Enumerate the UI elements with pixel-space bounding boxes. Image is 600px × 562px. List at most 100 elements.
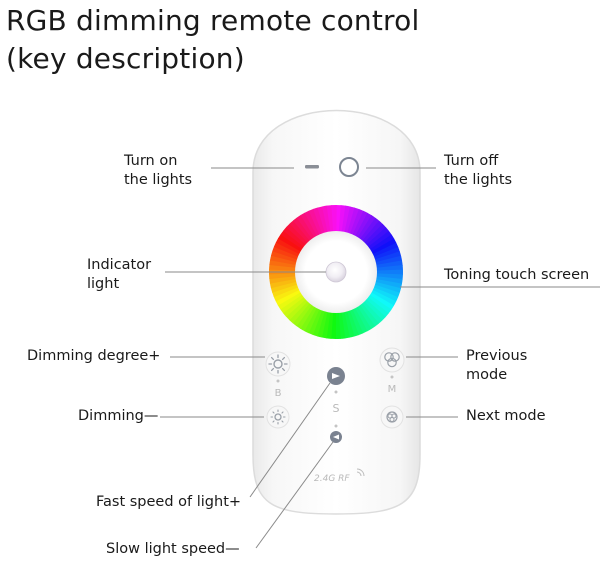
color-wheel-segment[interactable]: [338, 205, 347, 234]
color-wheel-segment[interactable]: [272, 246, 300, 260]
label-dimming-minus: Dimming—: [78, 408, 159, 424]
color-wheel-segment[interactable]: [288, 299, 311, 324]
color-wheel-segment[interactable]: [270, 255, 299, 266]
line-slow-speed: [255, 441, 334, 549]
color-wheel-segment[interactable]: [336, 205, 342, 234]
color-wheel-segment[interactable]: [269, 272, 298, 280]
color-wheel-segment[interactable]: [346, 207, 360, 236]
label-previous-text: Previous mode: [466, 348, 528, 383]
color-wheel-segment[interactable]: [351, 306, 368, 334]
power-off-button-shape[interactable]: [305, 165, 319, 169]
color-wheel-segment[interactable]: [351, 210, 369, 238]
color-wheel-segment[interactable]: [280, 230, 306, 251]
color-wheel-segment[interactable]: [273, 242, 302, 258]
dimming-minus-key[interactable]: [266, 405, 290, 429]
color-wheel-segment[interactable]: [304, 210, 321, 238]
color-wheel-segment[interactable]: [371, 242, 399, 258]
color-wheel-segment[interactable]: [313, 207, 326, 236]
color-wheel-segment[interactable]: [373, 255, 403, 266]
color-wheel-segment[interactable]: [369, 289, 397, 307]
color-wheel-segment[interactable]: [273, 286, 301, 302]
color-wheel-segment[interactable]: [364, 296, 389, 318]
next-mode-key[interactable]: [380, 405, 404, 429]
color-wheel-segment[interactable]: [356, 303, 376, 330]
color-wheel-segment[interactable]: [366, 230, 392, 251]
color-wheel-segment[interactable]: [362, 298, 386, 321]
color-wheel-segment[interactable]: [275, 288, 303, 306]
color-wheel-segment[interactable]: [277, 291, 304, 310]
previous-mode-key[interactable]: [379, 347, 405, 373]
color-wheel-segment[interactable]: [353, 305, 372, 332]
color-wheel-segment[interactable]: [275, 237, 303, 255]
speed-minus-key[interactable]: [330, 431, 342, 443]
label-slow-speed: Slow light speed—: [106, 541, 240, 557]
color-wheel-segment[interactable]: [372, 284, 400, 298]
color-wheel-segment[interactable]: [341, 310, 350, 339]
brand-mark: 2.4G RF: [314, 468, 365, 484]
color-wheel-segment[interactable]: [369, 238, 397, 256]
color-wheel-segment[interactable]: [269, 278, 299, 289]
color-wheel-segment[interactable]: [283, 226, 308, 248]
color-wheel-segment[interactable]: [277, 233, 304, 253]
color-wheel-segment[interactable]: [303, 306, 321, 334]
color-wheel-segment[interactable]: [335, 310, 341, 339]
color-wheel-segment[interactable]: [366, 293, 392, 314]
color-wheel-segment[interactable]: [358, 301, 380, 327]
color-wheel-segment[interactable]: [360, 300, 383, 324]
color-wheel-segment[interactable]: [368, 291, 395, 311]
color-wheel-segment[interactable]: [349, 209, 364, 237]
color-wheel-segment[interactable]: [356, 215, 376, 241]
color-wheel-segment[interactable]: [286, 223, 310, 246]
color-wheel-segment[interactable]: [331, 205, 337, 234]
color-wheel-segment[interactable]: [368, 234, 395, 253]
color-wheel-segment[interactable]: [316, 309, 328, 338]
color-wheel-segment[interactable]: [361, 220, 384, 245]
color-wheel-segment[interactable]: [372, 281, 402, 294]
color-wheel-segment[interactable]: [363, 223, 387, 247]
color-wheel-segment[interactable]: [272, 283, 300, 298]
color-wheel-segment[interactable]: [346, 308, 359, 337]
color-wheel-segment[interactable]: [317, 206, 329, 235]
color-wheel-segment[interactable]: [269, 264, 298, 271]
color-wheel-segment[interactable]: [292, 301, 314, 327]
color-wheel-segment[interactable]: [374, 276, 403, 285]
label-turn-off-text: Turn off the lights: [444, 153, 513, 188]
color-wheel-segment[interactable]: [292, 217, 314, 243]
color-wheel-segment[interactable]: [289, 220, 312, 244]
color-wheel-segment[interactable]: [312, 308, 326, 337]
label-turn-on-text: Turn on the lights: [124, 153, 193, 188]
color-wheel-segment[interactable]: [372, 246, 400, 261]
toning-touch-screen[interactable]: [269, 205, 403, 339]
color-wheel-segment[interactable]: [373, 251, 402, 263]
color-wheel-segment[interactable]: [282, 295, 308, 317]
color-wheel-segment[interactable]: [296, 214, 316, 241]
color-wheel-segment[interactable]: [308, 307, 323, 335]
color-wheel-segment[interactable]: [270, 281, 299, 293]
color-wheel-segment[interactable]: [341, 205, 351, 234]
color-wheel-segment[interactable]: [364, 227, 390, 249]
color-wheel-segment[interactable]: [344, 206, 356, 235]
color-wheel-segment[interactable]: [280, 293, 306, 314]
color-wheel-segment[interactable]: [358, 217, 380, 243]
color-wheel-segment[interactable]: [270, 250, 300, 263]
color-wheel-segment[interactable]: [348, 307, 364, 336]
color-wheel-segment[interactable]: [370, 286, 399, 302]
color-wheel-segment[interactable]: [300, 212, 319, 239]
power-on-button-shape[interactable]: [339, 157, 359, 177]
color-wheel-segment[interactable]: [330, 310, 336, 339]
color-wheel-segment[interactable]: [322, 205, 331, 234]
color-wheel-segment[interactable]: [308, 208, 324, 237]
dimming-plus-key[interactable]: [265, 351, 291, 377]
color-wheel-segment[interactable]: [285, 297, 309, 321]
color-wheel-segment[interactable]: [354, 212, 373, 240]
color-wheel-segment[interactable]: [373, 278, 402, 289]
color-wheel-segment[interactable]: [374, 264, 403, 272]
color-wheel-segment[interactable]: [325, 310, 334, 339]
color-wheel-segment[interactable]: [299, 304, 318, 332]
color-wheel-segment[interactable]: [374, 273, 403, 280]
color-wheel-segment[interactable]: [321, 310, 331, 339]
speed-plus-key[interactable]: [327, 367, 345, 385]
color-wheel-segment[interactable]: [296, 303, 316, 329]
color-wheel-segment[interactable]: [343, 309, 355, 338]
color-wheel-segment[interactable]: [269, 259, 298, 268]
